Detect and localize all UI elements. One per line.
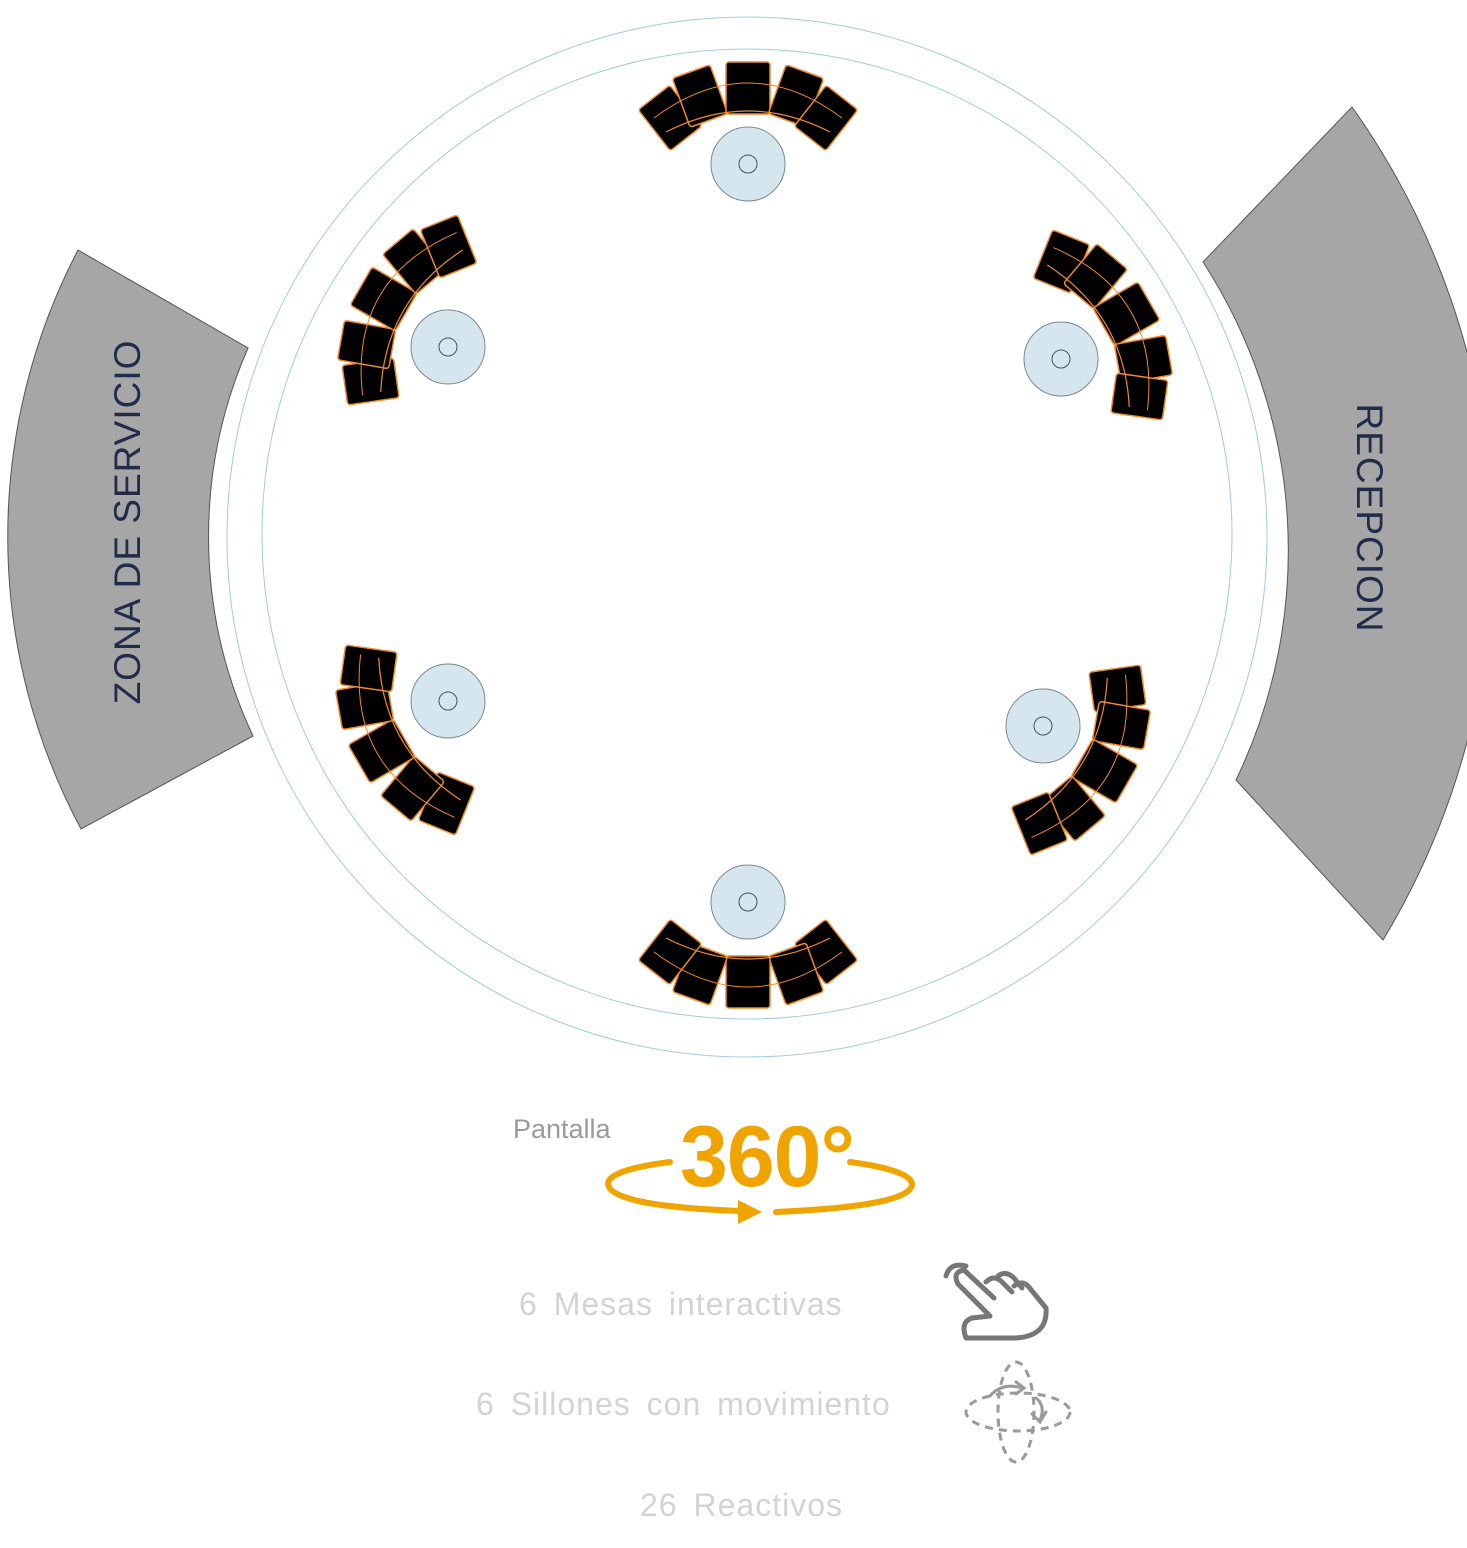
orbit-arrow-icon (604, 1159, 916, 1224)
floor-plan: ZONA DE SERVICIO RECEPCION (7, 16, 1467, 1058)
screen-prefix: Pantalla (513, 1114, 611, 1144)
inner-ring (261, 48, 1233, 1020)
reception-zone (1202, 106, 1467, 941)
sofa-upper-left (305, 190, 494, 427)
service-zone (7, 249, 254, 830)
rotation-motion-icon (964, 1360, 1072, 1464)
sofa-lower-left (303, 623, 492, 860)
feature-reactives: 26 Reactivos (640, 1487, 843, 1523)
sofa-upper-right (1016, 205, 1205, 442)
screen-degrees: 360° (680, 1109, 855, 1205)
sofa-lower-right (994, 643, 1183, 880)
table-lower-right (1005, 688, 1081, 764)
reception-zone-label: RECEPCION (1349, 404, 1390, 633)
service-zone-label: ZONA DE SERVICIO (107, 340, 148, 705)
table-lower-left (410, 663, 486, 739)
feature-interactive-tables: 6 Mesas interactivas (519, 1286, 843, 1322)
table-upper-left (410, 309, 486, 385)
feature-motion-chairs: 6 Sillones con movimiento (476, 1386, 891, 1422)
table-top (710, 126, 786, 202)
table-upper-right (1023, 321, 1099, 397)
table-bottom (710, 864, 786, 940)
touch-hand-icon (943, 1262, 1049, 1341)
outer-ring (226, 16, 1268, 1058)
